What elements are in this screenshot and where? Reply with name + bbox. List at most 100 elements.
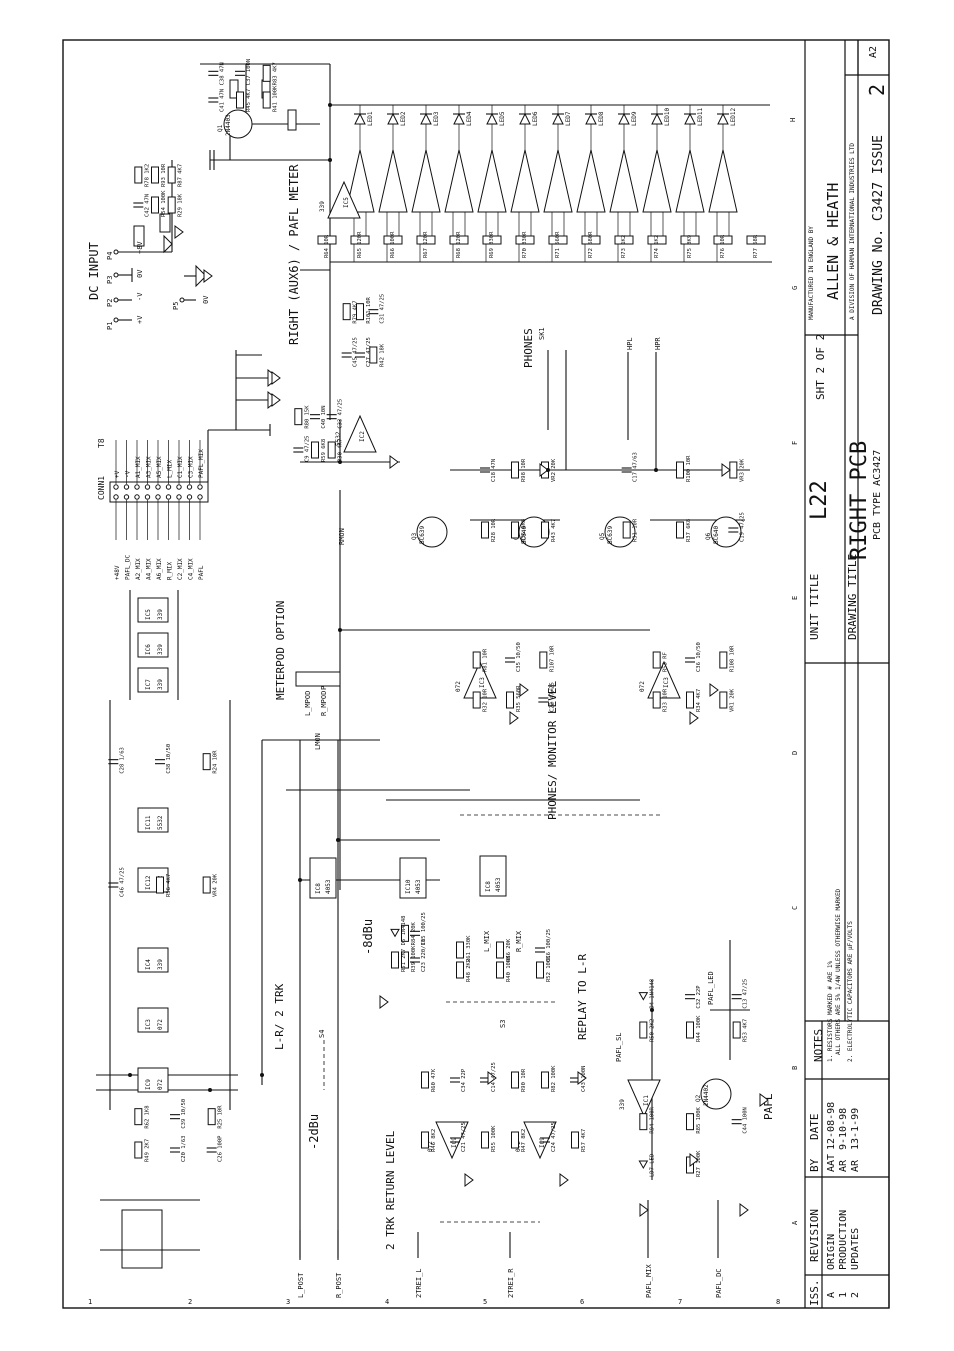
drawing-frame xyxy=(62,39,890,1309)
drawing-title-label: DRAWING TITLE xyxy=(846,554,859,640)
division-text: A DIVISION OF HARMAN INTERNATIONAL INDUS… xyxy=(849,143,856,320)
dc-pin-signal: -V xyxy=(136,292,144,301)
transistor-ref: Q3 xyxy=(411,532,418,540)
component-label: C38 47N xyxy=(219,62,225,85)
meter-resistor-label: R65 120R xyxy=(357,231,363,258)
component-label: C14 47/25 xyxy=(491,1062,497,1092)
resistor-symbol xyxy=(167,166,176,184)
ic-package xyxy=(137,947,169,973)
switch-ref: IC8 xyxy=(485,881,492,892)
component-label: C40 10N xyxy=(321,405,327,428)
resistor-symbol xyxy=(391,951,399,969)
resistor-symbol xyxy=(511,1071,519,1089)
led-label: LED4 xyxy=(466,111,473,126)
comparator-symbol xyxy=(345,149,375,213)
rev-date-updates: 13-1-99 xyxy=(850,1108,861,1150)
junction-dot xyxy=(650,1008,654,1012)
ic-package xyxy=(137,597,169,623)
resistor-symbol xyxy=(536,961,544,979)
component-label: R39 100K xyxy=(411,945,417,972)
ic-ref: IC6 xyxy=(145,644,152,655)
component-label: LD7 LED xyxy=(649,1154,655,1177)
conn-pin xyxy=(144,484,151,490)
switch-part: 4053 xyxy=(495,877,502,892)
switch-part: 4053 xyxy=(325,879,332,894)
net-pafl-dc: PAFL_DC xyxy=(715,1268,723,1298)
conn-right-pin-label: PAFL xyxy=(198,565,205,580)
resistor-symbol xyxy=(652,691,661,709)
rev-iss-1: 1 xyxy=(838,1292,849,1298)
ground-symbol xyxy=(689,711,699,725)
component-label: VR1 20K xyxy=(729,688,735,712)
grid-row-6: 6 xyxy=(580,1298,584,1306)
conn-pin xyxy=(197,494,203,500)
led-label: LED8 xyxy=(598,111,605,126)
ground-symbol xyxy=(721,463,731,477)
component-label: R34 4K7 xyxy=(696,689,702,712)
meter-resistor xyxy=(416,235,436,245)
grid-col-e: E xyxy=(791,596,799,600)
meter-resistor-label: R69 330R xyxy=(489,231,495,258)
component-label: R101 10R xyxy=(366,296,372,323)
component-label: R47 8K2 xyxy=(521,1129,527,1152)
conn-right-pin-label: A2_MIX xyxy=(135,558,142,580)
led-symbol xyxy=(651,112,663,125)
component-label: R94 100R xyxy=(649,1106,655,1133)
net-sk1: SK1 xyxy=(538,327,546,340)
opamp-symbol xyxy=(343,414,377,453)
component-label: R45 4K7 xyxy=(246,89,252,112)
net-lmix: L_MIX xyxy=(483,930,491,952)
opamp-ref: IC3 xyxy=(479,677,486,688)
component-label: C20 1/63 xyxy=(181,1136,187,1163)
component-label: R31 10R xyxy=(633,518,639,542)
conn1-name: CONN1 xyxy=(97,476,106,500)
resistor-symbol xyxy=(421,1071,429,1089)
comparator-symbol xyxy=(708,149,738,213)
component-label: C27 47/25 xyxy=(366,337,372,367)
opamp-ref: IC5 xyxy=(343,197,350,208)
resistor-symbol xyxy=(652,651,661,669)
component-label: R60 47K xyxy=(431,1068,437,1092)
component-label: R52 100K xyxy=(546,955,552,982)
resistor-symbol xyxy=(481,521,489,539)
meter-resistor-label: R72 680R xyxy=(588,231,594,258)
component-label: R25 10R xyxy=(218,1105,224,1129)
component-label: VR3 20K xyxy=(739,458,745,482)
grid-col-a: A xyxy=(791,1220,799,1225)
component-label: C18 47N xyxy=(491,459,497,482)
meter-resistor-label: R75 3K9 xyxy=(687,235,693,258)
component-label: C31 47/25 xyxy=(379,294,385,324)
component-label: R27 100K xyxy=(696,1150,702,1177)
resistor-symbol xyxy=(134,1141,143,1159)
component-label: C15 100/25 xyxy=(421,912,427,945)
component-label: R51 2K7 xyxy=(401,949,407,972)
signal-wiring xyxy=(261,350,750,1260)
resistor-symbol xyxy=(539,651,548,669)
component-label: C28 1/63 xyxy=(119,747,125,774)
component-label: R24 10R xyxy=(213,750,219,774)
sheet-size: A2 xyxy=(868,46,879,58)
resistor-symbol xyxy=(167,196,176,214)
meter-resistor-label: R71 560R xyxy=(555,231,561,258)
net-lmon: LMON xyxy=(314,733,322,750)
comparator-symbol xyxy=(609,149,639,213)
grid-col-c: C xyxy=(791,906,799,910)
conn-pin xyxy=(197,484,203,490)
component-label: R50 2K2 xyxy=(649,1019,655,1042)
transistor-ref: Q1 xyxy=(217,124,224,132)
rev-date-origin: 12-08-98 xyxy=(826,1102,837,1150)
component-label: R87 4K7 xyxy=(178,164,184,187)
component-label: C37 100N xyxy=(246,59,252,86)
conn-right-pin-label: +48V xyxy=(114,565,121,580)
rev-header-revision: REVISION xyxy=(808,1209,821,1262)
resistor-symbol xyxy=(401,924,409,942)
junction-dot xyxy=(338,628,342,632)
comparator-symbol xyxy=(444,149,474,213)
resistor-symbol xyxy=(639,1113,648,1131)
conn-left-pin-label: A5_MIX xyxy=(156,456,163,478)
component-label: R46 8K2 xyxy=(431,1129,437,1152)
component-label: C24 47/25 xyxy=(551,1122,557,1152)
conn-left-pin-label: +V xyxy=(114,470,121,478)
